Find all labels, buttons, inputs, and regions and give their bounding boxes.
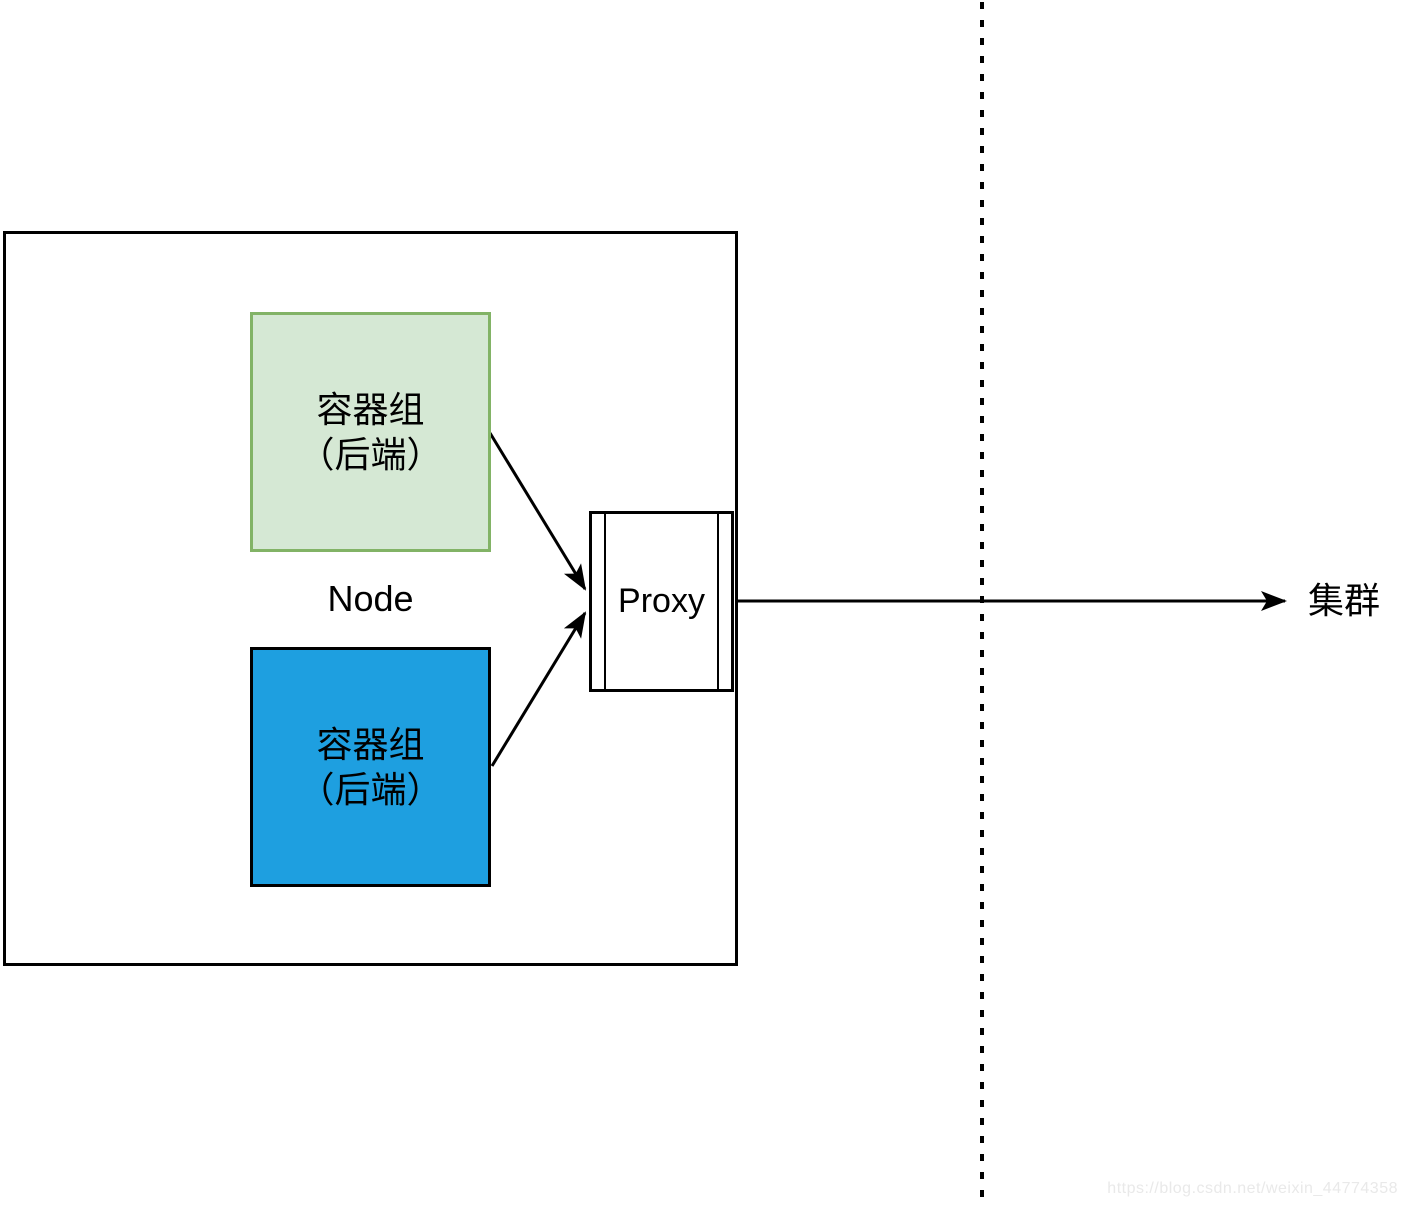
container-group-blue-box: 容器组 （后端） — [250, 647, 491, 887]
proxy-label: Proxy — [618, 582, 705, 620]
node-label: Node — [327, 578, 414, 619]
watermark-text: https://blog.csdn.net/weixin_44774358 — [1107, 1180, 1398, 1197]
node-box — [3, 231, 738, 966]
container-group-green-box: 容器组 （后端） — [250, 312, 491, 552]
container-group-label-line2: （后端） — [298, 434, 443, 475]
proxy-inner-line-right — [717, 514, 719, 689]
container-group-label-line1: 容器组 — [316, 724, 425, 765]
proxy-inner-line-left — [604, 514, 606, 689]
container-group-label-line1: 容器组 — [316, 389, 425, 430]
container-group-label-line2: （后端） — [298, 769, 443, 810]
cluster-label: 集群 — [1308, 580, 1381, 621]
proxy-box: Proxy — [589, 511, 734, 692]
